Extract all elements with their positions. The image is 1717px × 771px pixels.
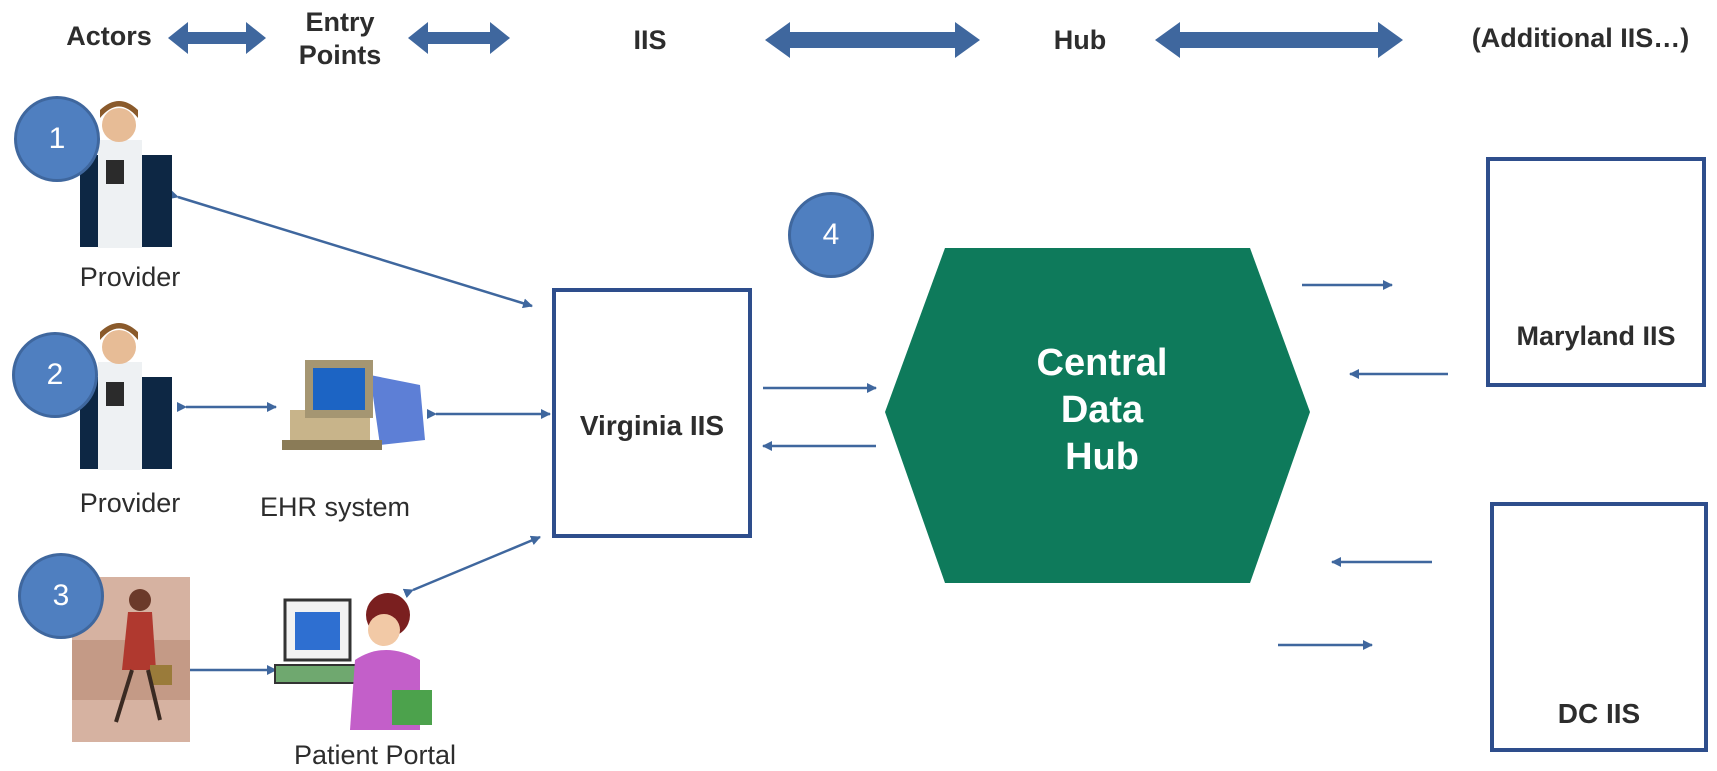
patient-image [72, 577, 190, 742]
header-double-arrow-2 [408, 22, 510, 54]
header-double-arrow-3 [765, 22, 980, 58]
header-iis: IIS [633, 25, 667, 55]
maryland-iis-label: Maryland IIS [1516, 321, 1676, 351]
header-entry-points: Entry Points [280, 6, 400, 72]
provider1-virginia-arrow [167, 189, 533, 309]
header-double-arrow-4 [1155, 22, 1403, 58]
maryland-iis-box [1486, 157, 1706, 387]
step-badge-1: 1 [14, 96, 100, 182]
patient-portal-label: Patient Portal [293, 740, 457, 770]
step-badge-3: 3 [18, 553, 104, 639]
provider-1-label: Provider [79, 262, 181, 292]
virginia-iis-box [552, 288, 752, 538]
central-hub-line2: Data [1060, 389, 1144, 431]
provider-2-image [80, 323, 172, 470]
step-badge-4: 4 [788, 192, 874, 278]
central-hub-line1: Central [1036, 342, 1168, 384]
central-hub-label: Central Data Hub [892, 340, 1312, 481]
header-double-arrow-1 [168, 22, 266, 54]
central-hub-hexagon [885, 248, 1310, 583]
iis-hub-diagram: Actors Entry Points IIS Hub (Additional … [12, 6, 1708, 770]
header-entry-points-line2: Points [298, 40, 382, 70]
diagram-canvas [72, 22, 1680, 742]
header-additional-iis: (Additional IIS…) [1471, 23, 1690, 53]
dc-iis-box [1490, 502, 1708, 752]
header-entry-points-line1: Entry [305, 7, 375, 37]
virginia-iis-label: Virginia IIS [579, 410, 725, 441]
step-badge-2: 2 [12, 332, 98, 418]
ehr-system-label: EHR system [259, 492, 411, 522]
patient-portal-image [274, 593, 432, 730]
provider-1-image [80, 101, 172, 248]
header-actors: Actors [66, 21, 152, 51]
dc-iis-label: DC IIS [1557, 698, 1641, 729]
provider-2-label: Provider [79, 488, 181, 518]
central-hub-line3: Hub [1065, 436, 1139, 478]
portal-virginia-arrow [402, 535, 541, 599]
ehr-computer-image [282, 360, 425, 450]
header-hub: Hub [1053, 25, 1107, 55]
